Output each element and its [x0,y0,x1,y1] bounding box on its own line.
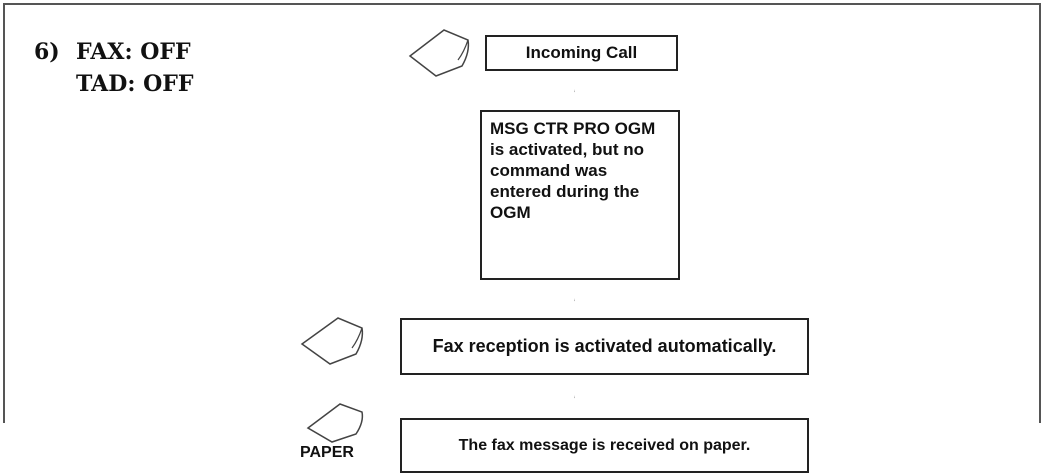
arrow-down-icon [574,89,575,93]
received-on-paper-box: The fax message is received on paper. [400,418,809,473]
section-number: 6) [34,39,60,65]
mode-heading: 6) FAX: OFF TAD: OFF [34,36,194,100]
msg-ctr-box: MSG CTR PRO OGM is activated, but no com… [480,110,680,280]
arrow-down-icon [574,298,575,302]
paper-label: PAPER [300,444,354,461]
fax-activated-box: Fax reception is activated automatically… [400,318,809,375]
paper-sheet-icon [300,317,364,365]
arrow-down-icon [574,395,575,399]
incoming-call-box: Incoming Call [485,35,678,71]
paper-sheet-icon [408,29,470,77]
fax-setting: FAX: OFF [76,39,191,65]
page-frame [3,3,1041,423]
paper-sheet-icon [306,403,364,443]
tad-setting: TAD: OFF [76,71,194,97]
